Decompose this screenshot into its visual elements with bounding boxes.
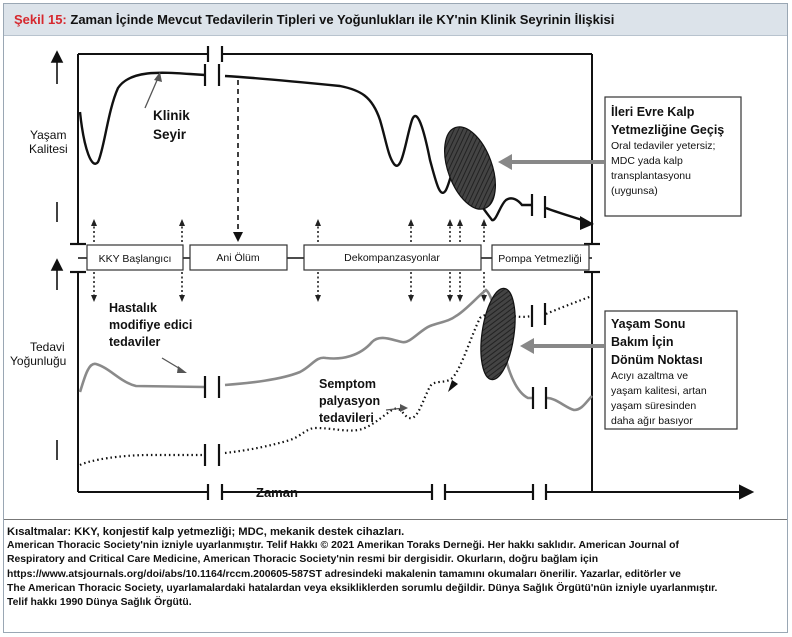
stage-box-kky — [86, 244, 184, 271]
clinical-course-arrow — [580, 216, 594, 230]
clinical-course-label: Klinik Seyir — [153, 106, 190, 144]
advanced-hf-body: (uygunsa) — [611, 185, 658, 197]
diagram-canvas: KKY Başlangıcı Ani Ölüm Dekompanzasyonla… — [50, 46, 755, 500]
figure-frame — [3, 3, 788, 633]
x-axis-arrow — [592, 484, 755, 500]
axis-break-marks — [70, 46, 600, 500]
caption-line: American Thoracic Society'nin izniyle uy… — [7, 540, 679, 552]
figure-title: Şekil 15: Zaman İçinde Mevcut Tedavileri… — [14, 12, 614, 27]
caption-line: https://www.atsjournals.org/doi/abs/10.1… — [7, 568, 681, 580]
gray-curve-break-marks — [203, 376, 548, 409]
advanced-hf-body: MDC yada kalp — [611, 155, 683, 167]
stage-label: Pompa Yetmezliği — [498, 253, 581, 265]
curve-break-marks — [203, 64, 547, 218]
stage-dotted-arrows — [93, 222, 485, 298]
clinical-course-label-line: Klinik — [153, 108, 190, 123]
advanced-hf-title: Yetmezliğine Geçiş — [611, 123, 725, 137]
figure-caption: Kısaltmalar: KKY, konjestif kalp yetmezl… — [7, 525, 785, 610]
stage-box-ani-olum — [189, 244, 288, 271]
end-of-life-body: yaşam kalitesi, artan — [611, 385, 707, 397]
end-of-life-body: Acıyı azaltma ve — [611, 370, 689, 382]
stage-box-pompa — [491, 244, 590, 271]
stage-arrow-heads — [91, 219, 487, 302]
y-top-label-line: Yaşam — [30, 128, 67, 142]
end-of-life-box-text: Yaşam Sonu Bakım İçin Dönüm Noktası Acıy… — [611, 315, 735, 429]
end-of-life-title: Bakım İçin — [611, 335, 674, 349]
y-bottom-label: Tedavi Yoğunluğu — [10, 340, 66, 368]
advanced-hf-box-text: İleri Evre Kalp Yetmezliğine Geçiş Oral … — [611, 103, 739, 199]
y-bottom-label-line: Yoğunluğu — [10, 354, 67, 368]
symptom-palliation-label: Semptom palyasyon tedavileri — [319, 376, 380, 427]
symptom-curve-arrow — [448, 380, 458, 392]
figure-label: Şekil 15: — [14, 12, 67, 27]
caption-abbreviations: Kısaltmalar: KKY, konjestif kalp yetmezl… — [7, 526, 405, 538]
stage-box-dekompanzasyon — [303, 244, 482, 271]
symptom-palliation-curve — [79, 294, 593, 467]
end-of-life-title: Dönüm Noktası — [611, 353, 703, 367]
caption-line: The American Thoracic Society, uyarlamal… — [7, 582, 718, 594]
stage-label: Dekompanzasyonlar — [344, 252, 440, 264]
sudden-death-arrow — [233, 80, 243, 242]
advanced-hf-box — [604, 96, 742, 217]
y-top-label: Yaşam Kalitesi — [29, 128, 68, 156]
caption-line: Telif hakkı 1990 Dünya Sağlık Örgütü. — [7, 597, 192, 609]
y-bottom-label-line: Tedavi — [30, 340, 65, 354]
symptom-palliation-label-line: Semptom — [319, 377, 376, 391]
y-top-label-line: Kalitesi — [29, 142, 68, 156]
stage-bar: KKY Başlangıcı Ani Ölüm Dekompanzasyonla… — [78, 244, 592, 271]
plot-frame — [77, 53, 593, 493]
y-axis-arrows — [50, 50, 64, 460]
advanced-hf-body: Oral tedaviler yetersiz; — [611, 140, 716, 152]
advanced-hf-title: İleri Evre Kalp — [611, 105, 695, 119]
disease-modifying-label-line: Hastalık — [109, 301, 157, 315]
clinical-course-curve — [78, 71, 589, 224]
stage-label: KKY Başlangıcı — [99, 253, 172, 265]
end-of-life-title: Yaşam Sonu — [611, 317, 686, 331]
disease-modifying-label: Hastalık modifiye edici tedaviler — [109, 300, 192, 351]
figure-title-text: Zaman İçinde Mevcut Tedavilerin Tipleri … — [70, 12, 615, 27]
disease-modifying-label-line: tedaviler — [109, 335, 161, 349]
clinical-course-label-line: Seyir — [153, 127, 187, 142]
advanced-hf-body: transplantasyonu — [611, 170, 691, 182]
caption-divider — [4, 519, 787, 520]
end-of-life-body: daha ağır basıyor — [611, 415, 693, 427]
symptom-palliation-label-line: palyasyon — [319, 394, 381, 408]
title-bar: Şekil 15: Zaman İçinde Mevcut Tedavileri… — [4, 4, 787, 36]
advanced-hf-transition-ellipse — [444, 126, 496, 210]
disease-modifying-label-line: modifiye edici — [109, 318, 193, 332]
symptom-palliation-label-line: tedavileri — [319, 411, 374, 425]
dotted-curve-break-marks — [203, 303, 547, 466]
end-of-life-body: yaşam süresinden — [611, 400, 697, 412]
end-of-life-ellipse — [480, 287, 516, 381]
stage-label: Ani Ölüm — [216, 252, 259, 264]
x-axis-label: Zaman — [256, 485, 298, 500]
pointer-arrows — [498, 154, 604, 354]
end-of-life-box — [604, 310, 738, 430]
caption-line: Respiratory and Critical Care Medicine, … — [7, 554, 599, 566]
annotation-arrow-heads — [154, 72, 408, 412]
